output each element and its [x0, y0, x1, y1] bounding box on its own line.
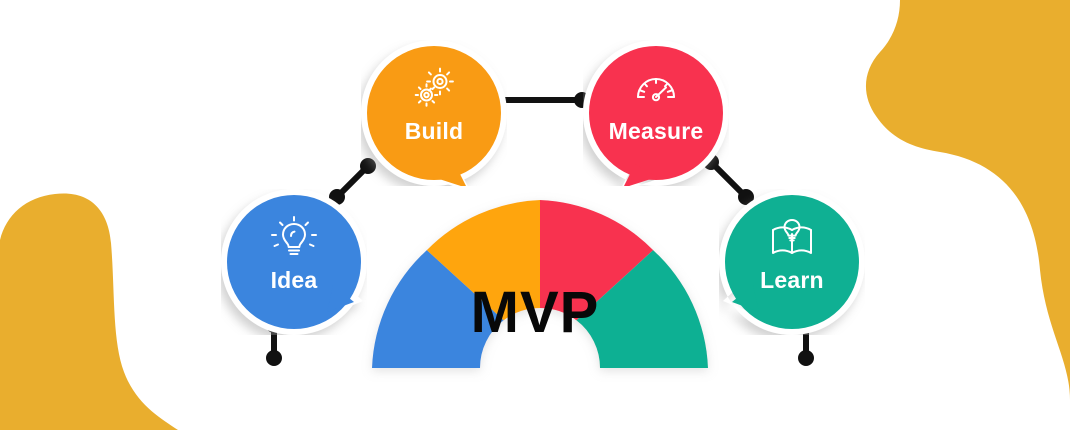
learn-bubble-shape	[719, 189, 865, 335]
step-bubble-build[interactable]: Build	[361, 40, 507, 186]
measure-bubble-shape	[583, 40, 729, 186]
arc-segment-learn	[576, 250, 708, 368]
idea-bubble-shape	[221, 189, 367, 335]
arc-segment-measure	[540, 200, 654, 321]
step-bubble-idea[interactable]: Idea	[221, 189, 367, 335]
step-bubble-measure[interactable]: Measure	[583, 40, 729, 186]
step-bubble-learn[interactable]: Learn	[719, 189, 865, 335]
arc-segment-build	[426, 200, 540, 321]
mvp-center-label: MVP	[470, 280, 600, 345]
connector-measure-to-learn	[703, 154, 754, 205]
decor-blob-bottom-left	[0, 193, 178, 430]
decor-blob-top-right	[865, 0, 1070, 400]
arc-segment-idea	[372, 250, 504, 368]
build-bubble-shape	[361, 40, 507, 186]
